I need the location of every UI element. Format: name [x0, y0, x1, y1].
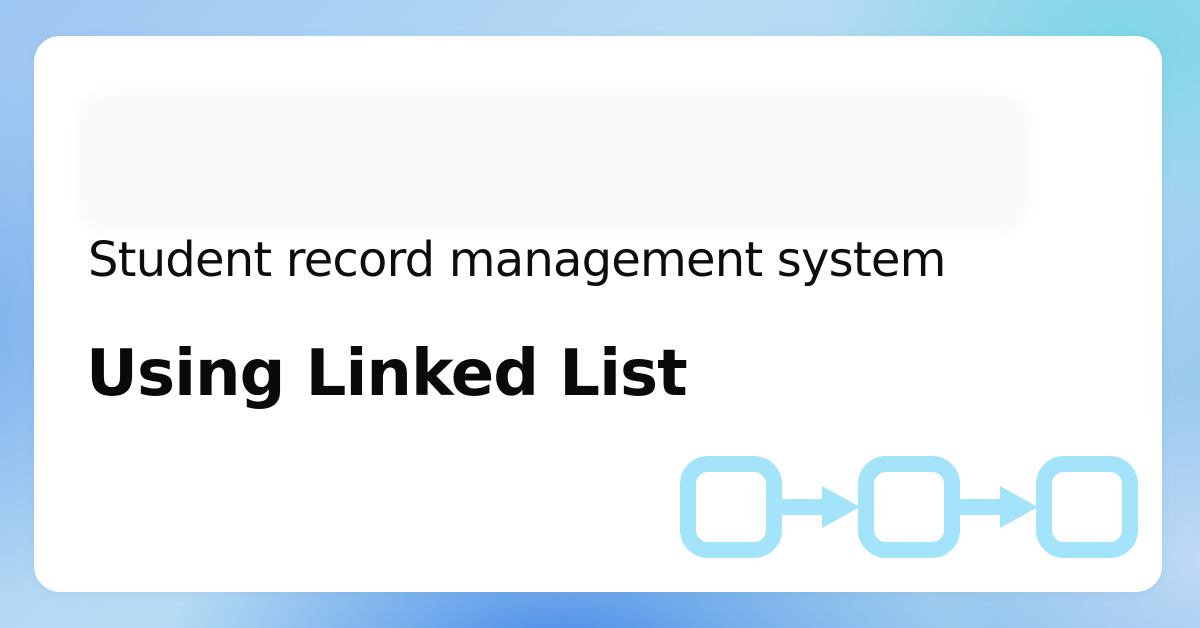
linked-list-arrow-2 — [952, 486, 1038, 528]
banner-subtitle: Using Linked List — [86, 337, 688, 411]
linked-list-icon — [680, 456, 1138, 558]
banner-title: Student record management system — [88, 232, 946, 288]
linked-list-node-2 — [858, 456, 960, 558]
linked-list-node-1 — [680, 456, 782, 558]
linked-list-node-3 — [1036, 456, 1138, 558]
banner-card: Student record management system Using L… — [34, 36, 1162, 592]
linked-list-arrow-1 — [774, 486, 860, 528]
blank-header-area — [78, 92, 1028, 232]
